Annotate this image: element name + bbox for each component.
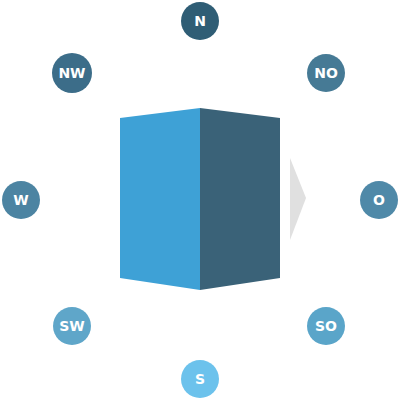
direction-circle: W: [2, 181, 40, 219]
direction-circle: S: [181, 360, 219, 398]
direction-label: SW: [59, 319, 85, 333]
direction-label: W: [13, 193, 28, 207]
direction-label: N: [194, 14, 206, 28]
building-side-face: [200, 108, 280, 290]
direction-label: NW: [58, 66, 85, 80]
direction-circle: SO: [307, 307, 345, 345]
direction-circle: NW: [52, 53, 92, 93]
direction-label: O: [373, 193, 385, 207]
direction-label: S: [195, 372, 205, 386]
direction-circle: N: [181, 2, 219, 40]
direction-circle: SW: [53, 307, 91, 345]
direction-label: NO: [314, 66, 338, 80]
direction-circle: O: [360, 181, 398, 219]
direction-circle: NO: [307, 54, 345, 92]
direction-label: SO: [315, 319, 337, 333]
direction-arrow: [290, 158, 306, 240]
building-front-face: [120, 108, 200, 290]
